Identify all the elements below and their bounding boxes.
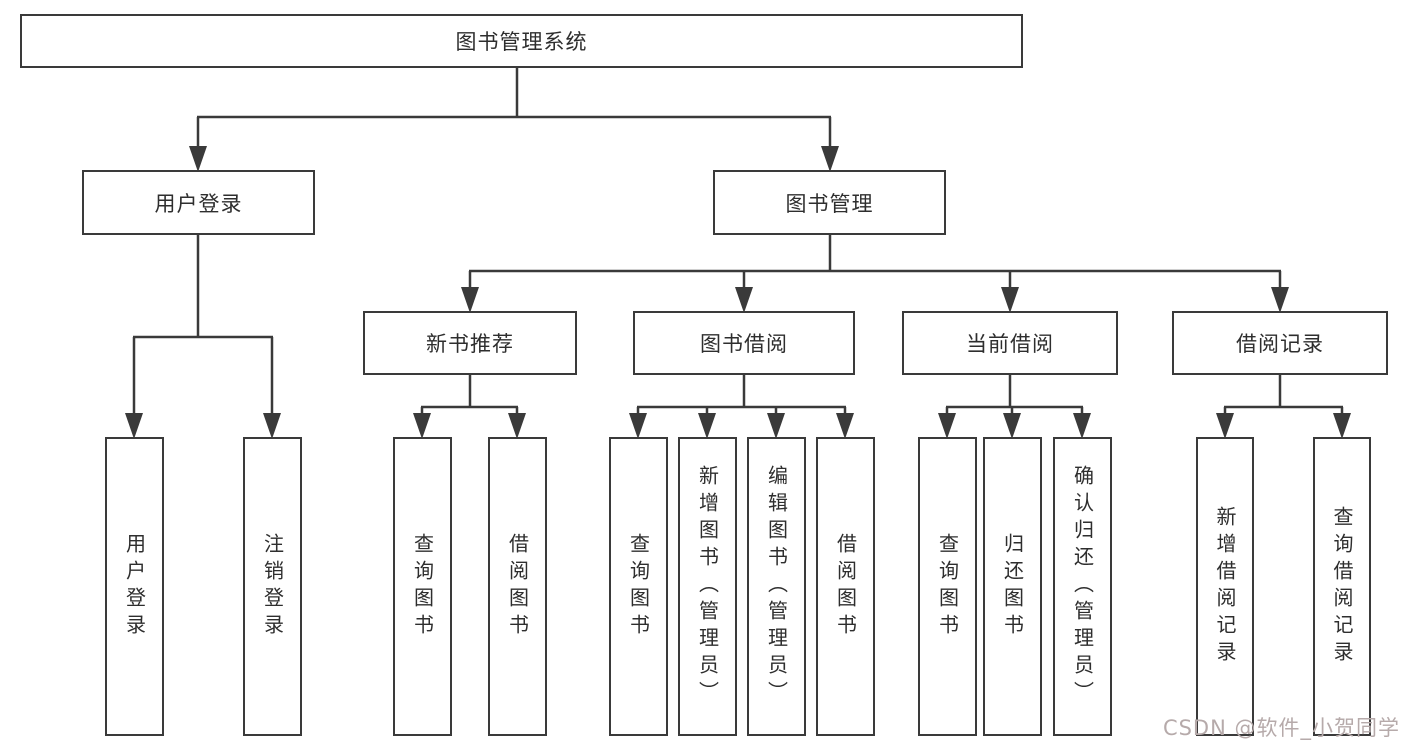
- leaf-return-book: 归还图书: [983, 437, 1042, 736]
- connector-borrow-record: [1223, 375, 1344, 416]
- leaf-add-book-admin: 新增图书（管理员）: [678, 437, 737, 736]
- leaf-label: 新增图书（管理员）: [695, 465, 720, 708]
- leaf-logout: 注销登录: [243, 437, 302, 736]
- node-current-borrow: 当前借阅: [902, 311, 1118, 375]
- watermark: CSDN @软件_小贺同学: [1162, 716, 1400, 740]
- leaf-borrow-book-1: 借阅图书: [488, 437, 547, 736]
- leaf-add-borrow-record: 新增借阅记录: [1196, 437, 1254, 736]
- node-book-borrow: 图书借阅: [633, 311, 855, 375]
- leaf-label: 查询图书: [410, 532, 435, 641]
- node-book-mgmt-label: 图书管理: [785, 191, 874, 216]
- leaf-label: 查询图书: [626, 532, 651, 641]
- connector-current-borrow: [945, 375, 1084, 416]
- leaf-label: 注销登录: [260, 532, 285, 641]
- node-borrow-record: 借阅记录: [1172, 311, 1388, 375]
- leaf-label: 编辑图书（管理员）: [764, 465, 789, 708]
- node-book-borrow-label: 图书借阅: [700, 332, 788, 356]
- connector-book-borrow: [636, 375, 847, 416]
- connector-new-book: [420, 375, 519, 416]
- node-root: 图书管理系统: [20, 14, 1023, 68]
- leaf-label: 借阅图书: [505, 532, 530, 641]
- node-user-login: 用户登录: [82, 170, 315, 235]
- connector-user-login: [132, 235, 274, 416]
- node-borrow-record-label: 借阅记录: [1236, 332, 1324, 356]
- leaf-label: 查询图书: [935, 532, 960, 641]
- node-book-mgmt: 图书管理: [713, 170, 946, 235]
- leaf-label: 新增借阅记录: [1213, 505, 1237, 668]
- node-user-login-label: 用户登录: [154, 191, 243, 216]
- leaf-query-book-1: 查询图书: [393, 437, 452, 736]
- leaf-query-book-2: 查询图书: [609, 437, 668, 736]
- leaf-query-book-3: 查询图书: [918, 437, 977, 736]
- connector-root: [196, 68, 832, 149]
- node-new-book-recommend-label: 新书推荐: [426, 332, 514, 356]
- leaf-label: 归还图书: [1000, 532, 1025, 641]
- leaf-query-borrow-record: 查询借阅记录: [1313, 437, 1371, 736]
- arrowheads: [125, 146, 1351, 439]
- leaf-edit-book-admin: 编辑图书（管理员）: [747, 437, 806, 736]
- leaf-user-login: 用户登录: [105, 437, 164, 736]
- leaf-borrow-book-2: 借阅图书: [816, 437, 875, 736]
- connector-book-mgmt: [468, 235, 1282, 290]
- leaf-confirm-return-admin: 确认归还（管理员）: [1053, 437, 1112, 736]
- leaf-label: 借阅图书: [833, 532, 858, 641]
- node-current-borrow-label: 当前借阅: [966, 332, 1054, 356]
- leaf-label: 查询借阅记录: [1330, 505, 1354, 668]
- node-new-book-recommend: 新书推荐: [363, 311, 577, 375]
- node-root-label: 图书管理系统: [455, 30, 588, 54]
- leaf-label: 确认归还（管理员）: [1070, 465, 1095, 708]
- leaf-label: 用户登录: [122, 532, 147, 641]
